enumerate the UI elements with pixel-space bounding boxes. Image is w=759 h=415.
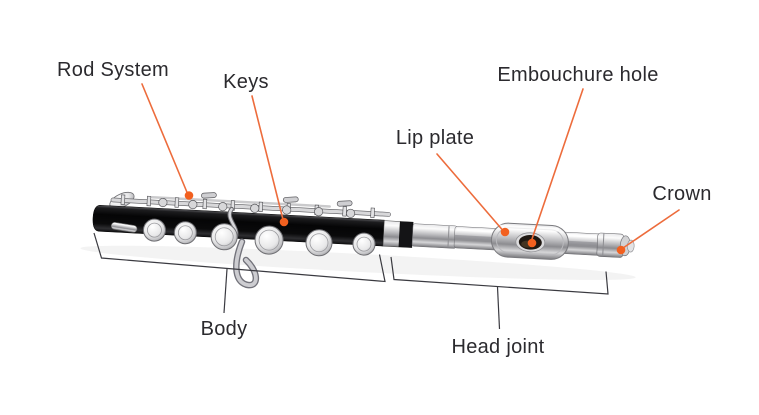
anchor-dot-crown — [616, 245, 626, 255]
rod-system-mechanism — [110, 192, 391, 218]
tenon-band — [398, 221, 414, 248]
leader-lines — [141, 83, 680, 249]
piccolo — [80, 191, 636, 289]
label-embouchure-hole: Embouchure hole — [497, 64, 659, 86]
body-bracket — [93, 232, 386, 283]
crown-cap — [596, 232, 635, 258]
leader-line-embouchure-hole — [530, 88, 584, 242]
anchor-dots — [184, 191, 626, 255]
leader-line-rod-system — [141, 83, 189, 195]
anchor-dot-keys — [279, 217, 289, 227]
label-rod-system: Rod System — [57, 59, 169, 81]
label-crown: Crown — [652, 183, 712, 205]
leader-line-keys — [251, 95, 284, 221]
leader-line-crown — [622, 209, 680, 249]
anchor-dot-rod-system — [184, 191, 194, 200]
leader-line-lip-plate — [436, 153, 504, 231]
label-body: Body — [200, 318, 248, 340]
head-joint-bracket — [390, 256, 609, 295]
body-bracket-tick — [223, 268, 228, 314]
left-lever-key — [110, 222, 138, 233]
label-keys: Keys — [223, 71, 269, 93]
label-lip-plate: Lip plate — [395, 127, 475, 149]
piccolo-head-joint-section — [382, 220, 635, 260]
section-brackets — [93, 232, 609, 330]
instrument-shadow — [80, 245, 636, 280]
head-joint-bracket-tick — [496, 286, 501, 330]
anchor-dot-embouchure-hole — [527, 238, 537, 248]
key-cups — [142, 218, 376, 257]
label-head-joint: Head joint — [451, 336, 545, 358]
head-neck — [411, 223, 458, 249]
hook-lever — [234, 239, 258, 288]
anchor-dot-lip-plate — [500, 227, 510, 237]
tenon-ring — [382, 220, 401, 248]
piccolo-body-section — [92, 191, 391, 289]
